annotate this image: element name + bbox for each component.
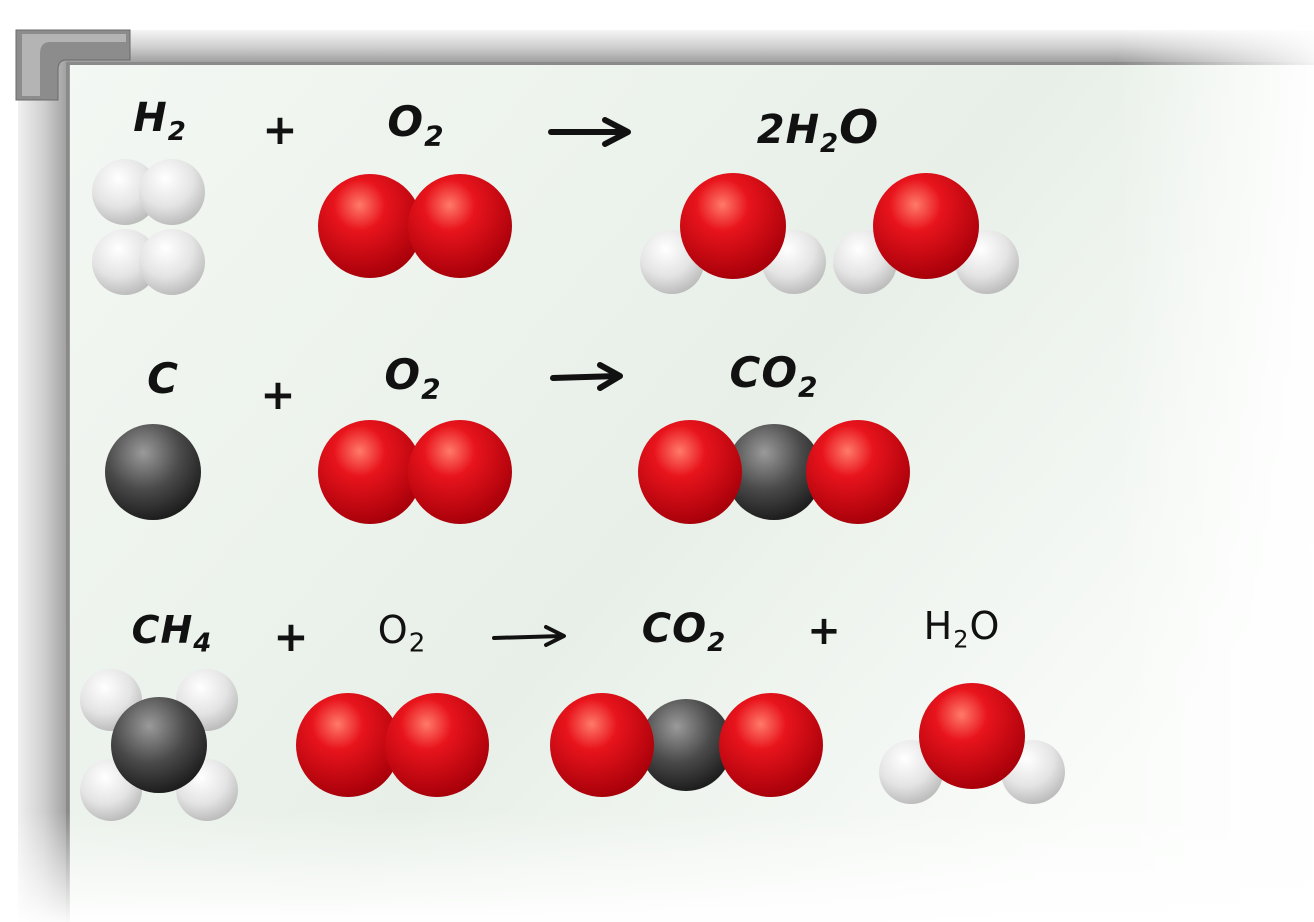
carbon-atom-row2 bbox=[105, 424, 201, 520]
h2-molecules bbox=[92, 159, 205, 295]
plus-sign-row1: + bbox=[262, 105, 298, 154]
h2o-molecule-row1-a bbox=[640, 173, 826, 294]
reaction-arrow-row3 bbox=[492, 625, 566, 647]
formula-c: C bbox=[147, 354, 179, 403]
h2o-molecule-row3 bbox=[879, 683, 1065, 804]
h2o-molecule-row1-b bbox=[833, 173, 1019, 294]
plus-sign-row3-products: + bbox=[807, 608, 841, 654]
formula-co2-row2: CO2 bbox=[729, 348, 819, 404]
o2-molecule-row1 bbox=[318, 174, 512, 278]
formula-o2-row3: O2 bbox=[377, 608, 427, 659]
plus-sign-row3: + bbox=[273, 612, 309, 661]
formula-co2-row3: CO2 bbox=[641, 606, 727, 658]
co2-molecule-row3 bbox=[550, 693, 823, 797]
co2-molecule-row2 bbox=[638, 420, 910, 524]
o2-molecule-row3 bbox=[296, 693, 489, 797]
formula-h2: H2 bbox=[133, 95, 187, 147]
reaction-arrow-row2 bbox=[550, 362, 623, 391]
o2-molecule-row2 bbox=[318, 420, 512, 524]
formula-ch4: CH4 bbox=[131, 608, 213, 659]
formula-2h2o: 2H2O bbox=[756, 100, 880, 159]
ch4-molecule bbox=[80, 669, 238, 821]
reaction-arrow-row1 bbox=[548, 117, 631, 147]
plus-sign-row2: + bbox=[260, 370, 296, 419]
formula-h2o-row3: H2O bbox=[923, 604, 1001, 654]
formula-o2-row1: O2 bbox=[387, 97, 445, 153]
formula-o2-row2: O2 bbox=[384, 350, 442, 406]
